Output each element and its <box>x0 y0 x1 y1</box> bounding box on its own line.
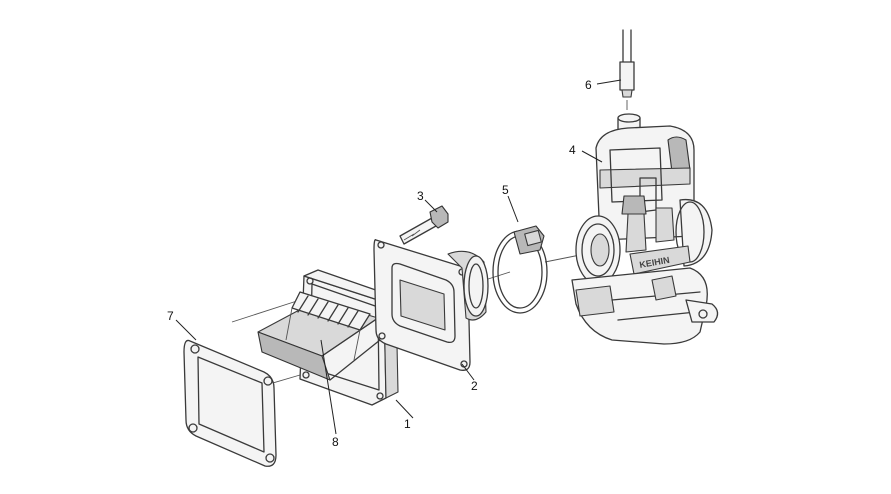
callout-4: 4 <box>569 143 576 157</box>
callout-8: 8 <box>332 435 339 449</box>
callout-5: 5 <box>502 183 509 197</box>
callout-labels: 7 1 2 3 5 4 6 8 <box>167 78 592 449</box>
callout-3: 3 <box>417 189 424 203</box>
throttle-cable-part-6 <box>619 29 635 110</box>
callout-6: 6 <box>585 78 592 92</box>
callout-1: 1 <box>404 417 411 431</box>
hose-clamp-part-5 <box>492 225 548 314</box>
callout-7: 7 <box>167 309 174 323</box>
intake-manifold-part-2 <box>373 239 489 371</box>
carburetor-part-4: KEIHIN <box>571 113 719 345</box>
leader-lines <box>175 79 622 435</box>
callout-2: 2 <box>471 379 478 393</box>
gasket-part-7 <box>183 339 277 467</box>
reed-petals-part-8 <box>285 291 371 361</box>
bolt-part-3 <box>399 205 449 245</box>
